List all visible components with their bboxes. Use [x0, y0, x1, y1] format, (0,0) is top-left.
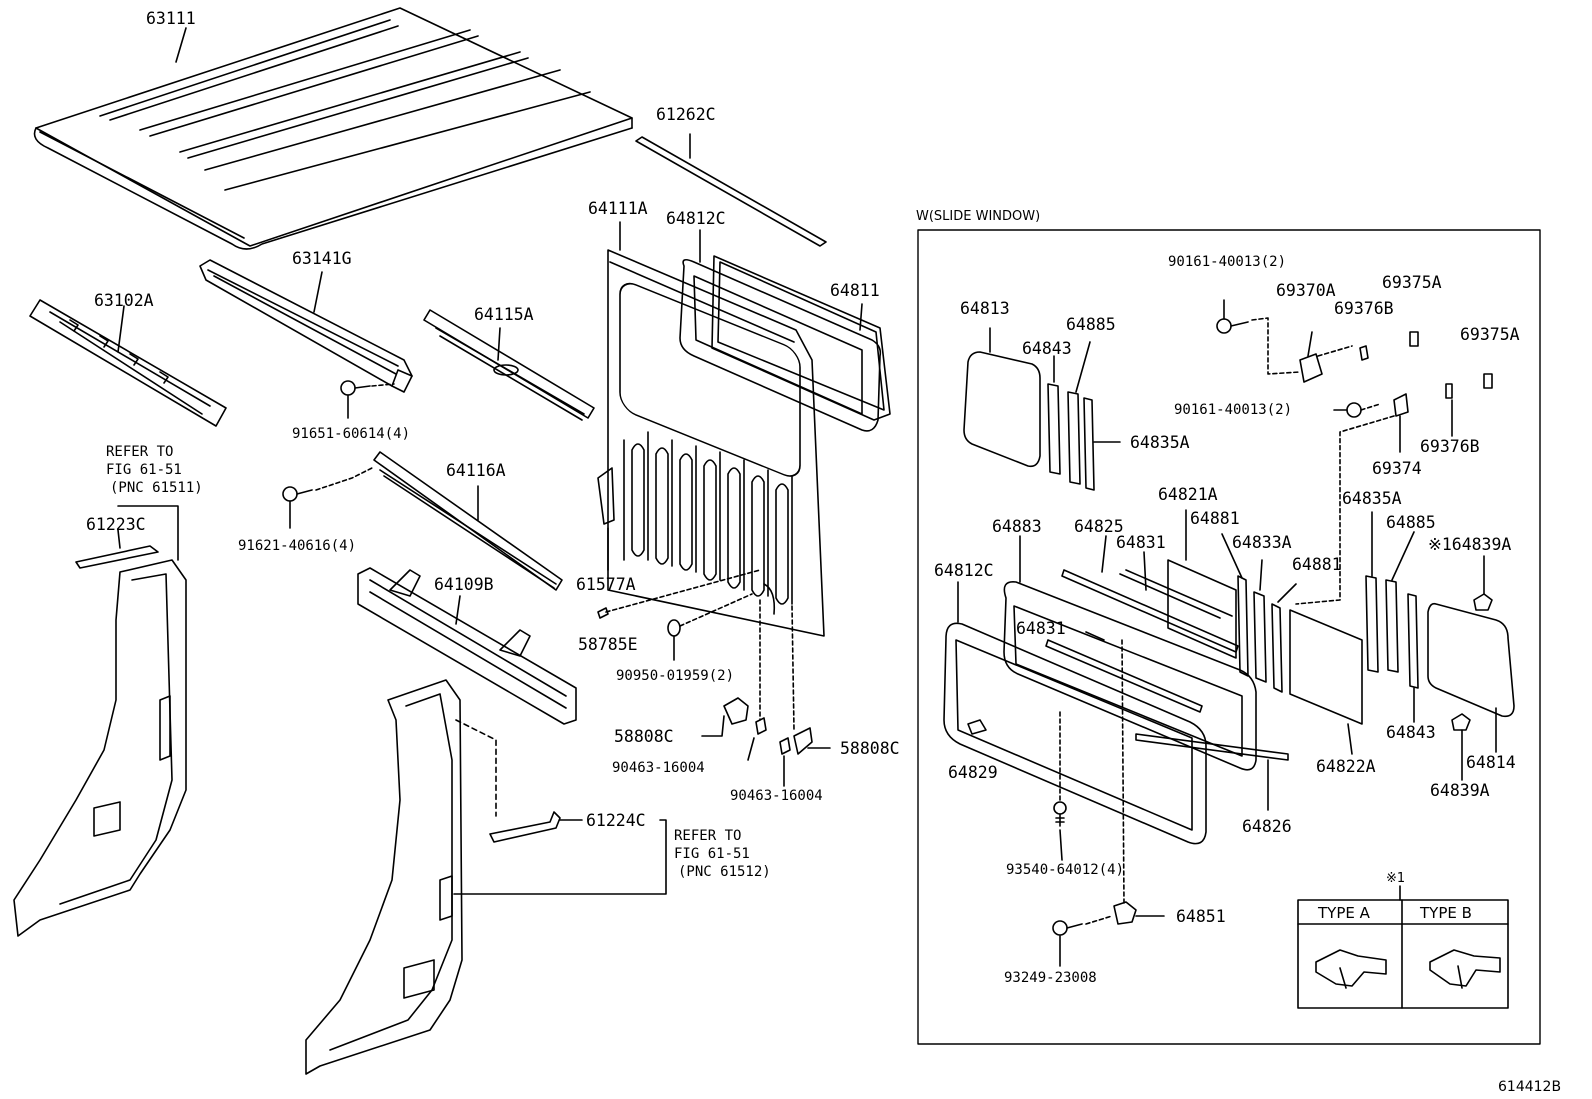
- part-label-64885-1: 64885: [1066, 315, 1116, 334]
- part-label-64812c-upper: 64812C: [666, 209, 726, 228]
- part-label-69375a-1: 69375A: [1382, 273, 1442, 292]
- part-label-64831-1: 64831: [1116, 533, 1166, 552]
- part-label-90950: 90950-01959(2): [616, 668, 735, 684]
- part-label-61224c: 61224C: [586, 811, 646, 830]
- part-label-61577a: 61577A: [576, 575, 636, 594]
- slide-window-parts: [943, 299, 1515, 967]
- strip-61262c: [635, 133, 827, 247]
- part-label-64833a: 64833A: [1232, 533, 1292, 552]
- part-label-90161-top: 90161-40013(2): [1168, 254, 1287, 270]
- pillar-right: [305, 679, 667, 1075]
- part-label-64111a: 64111A: [588, 199, 648, 218]
- part-label-58785e: 58785E: [578, 635, 638, 654]
- part-label-64814: 64814: [1466, 753, 1516, 772]
- figure-id: 614412B: [1498, 1079, 1562, 1095]
- member-64115a: [423, 309, 595, 421]
- part-label-64811: 64811: [830, 281, 880, 300]
- clips-center: [597, 569, 831, 787]
- type-legend-box: [1297, 885, 1509, 1009]
- part-label-64116a: 64116A: [446, 461, 506, 480]
- refer-note-1-line3: (PNC 61511): [110, 480, 203, 496]
- part-label-69375a-2: 69375A: [1460, 325, 1520, 344]
- refer-note-2-line1: REFER TO: [674, 828, 742, 844]
- part-label-93540: 93540-64012(4): [1006, 862, 1125, 878]
- window-seal-64812c: [679, 229, 882, 432]
- member-64109b: [357, 567, 577, 725]
- part-label-64812c: 64812C: [934, 561, 994, 580]
- slide-window-frame: [917, 229, 1541, 1045]
- refer-note-2-line2: FIG 61-51: [674, 846, 750, 862]
- part-label-58808c-left: 58808C: [614, 727, 674, 746]
- type-b-label: TYPE B: [1420, 904, 1472, 922]
- slide-window-title: W(SLIDE WINDOW): [916, 209, 1041, 224]
- bolt-91651: [340, 380, 395, 419]
- part-label-64885-2: 64885: [1386, 513, 1436, 532]
- part-label-61223c: 61223C: [86, 515, 146, 534]
- part-label-64881-2: 64881: [1292, 555, 1342, 574]
- pillar-left: [13, 505, 187, 937]
- part-label-64109b: 64109B: [434, 575, 494, 594]
- part-label-93249: 93249-23008: [1004, 970, 1097, 986]
- refer-note-2-line3: (PNC 61512): [678, 864, 771, 880]
- part-label-64883: 64883: [992, 517, 1042, 536]
- part-label-64821a: 64821A: [1158, 485, 1218, 504]
- member-64116a: [282, 451, 563, 591]
- bracket-61577a: [597, 467, 615, 571]
- part-label-69376b-1: 69376B: [1334, 299, 1394, 318]
- part-label-64851: 64851: [1176, 907, 1226, 926]
- part-label-69370a: 69370A: [1276, 281, 1336, 300]
- part-label-63102a: 63102A: [94, 291, 154, 310]
- part-label-64825: 64825: [1074, 517, 1124, 536]
- part-label-64843-1: 64843: [1022, 339, 1072, 358]
- roof-panel-drawing: [33, 7, 633, 250]
- part-label-64835a-1: 64835A: [1130, 433, 1190, 452]
- refer-note-1-line2: FIG 61-51: [106, 462, 182, 478]
- part-label-58808c-right: 58808C: [840, 739, 900, 758]
- part-label-63111: 63111: [146, 9, 196, 28]
- part-label-63141g: 63141G: [292, 249, 352, 268]
- part-label-64839a-1: ※164839A: [1428, 535, 1512, 554]
- part-label-64829: 64829: [948, 763, 998, 782]
- part-label-64881-1: 64881: [1190, 509, 1240, 528]
- back-panel-64111a: [607, 221, 825, 637]
- note-mark-1: ※1: [1386, 871, 1406, 886]
- part-label-91621: 91621-40616(4): [238, 538, 357, 554]
- refer-note-1-line1: REFER TO: [106, 444, 174, 460]
- part-label-69374: 69374: [1372, 459, 1422, 478]
- part-label-64115a: 64115A: [474, 305, 534, 324]
- part-label-64813: 64813: [960, 299, 1010, 318]
- part-label-61262c: 61262C: [656, 105, 716, 124]
- part-label-64826: 64826: [1242, 817, 1292, 836]
- part-label-90161-mid: 90161-40013(2): [1174, 402, 1293, 418]
- part-label-64839a-2: 64839A: [1430, 781, 1490, 800]
- part-label-90463-left: 90463-16004: [612, 760, 705, 776]
- part-label-64831-2: 64831: [1016, 619, 1066, 638]
- reinforcement-63102a: [29, 299, 227, 427]
- part-label-91651: 91651-60614(4): [292, 426, 411, 442]
- part-label-90463-right: 90463-16004: [730, 788, 823, 804]
- part-label-69376b-2: 69376B: [1420, 437, 1480, 456]
- part-label-64835a-2: 64835A: [1342, 489, 1402, 508]
- part-label-64843-2: 64843: [1386, 723, 1436, 742]
- roof-rail-63141g: [199, 259, 413, 393]
- part-label-64822a: 64822A: [1316, 757, 1376, 776]
- type-a-label: TYPE A: [1318, 904, 1370, 922]
- glass-64811: [711, 255, 891, 421]
